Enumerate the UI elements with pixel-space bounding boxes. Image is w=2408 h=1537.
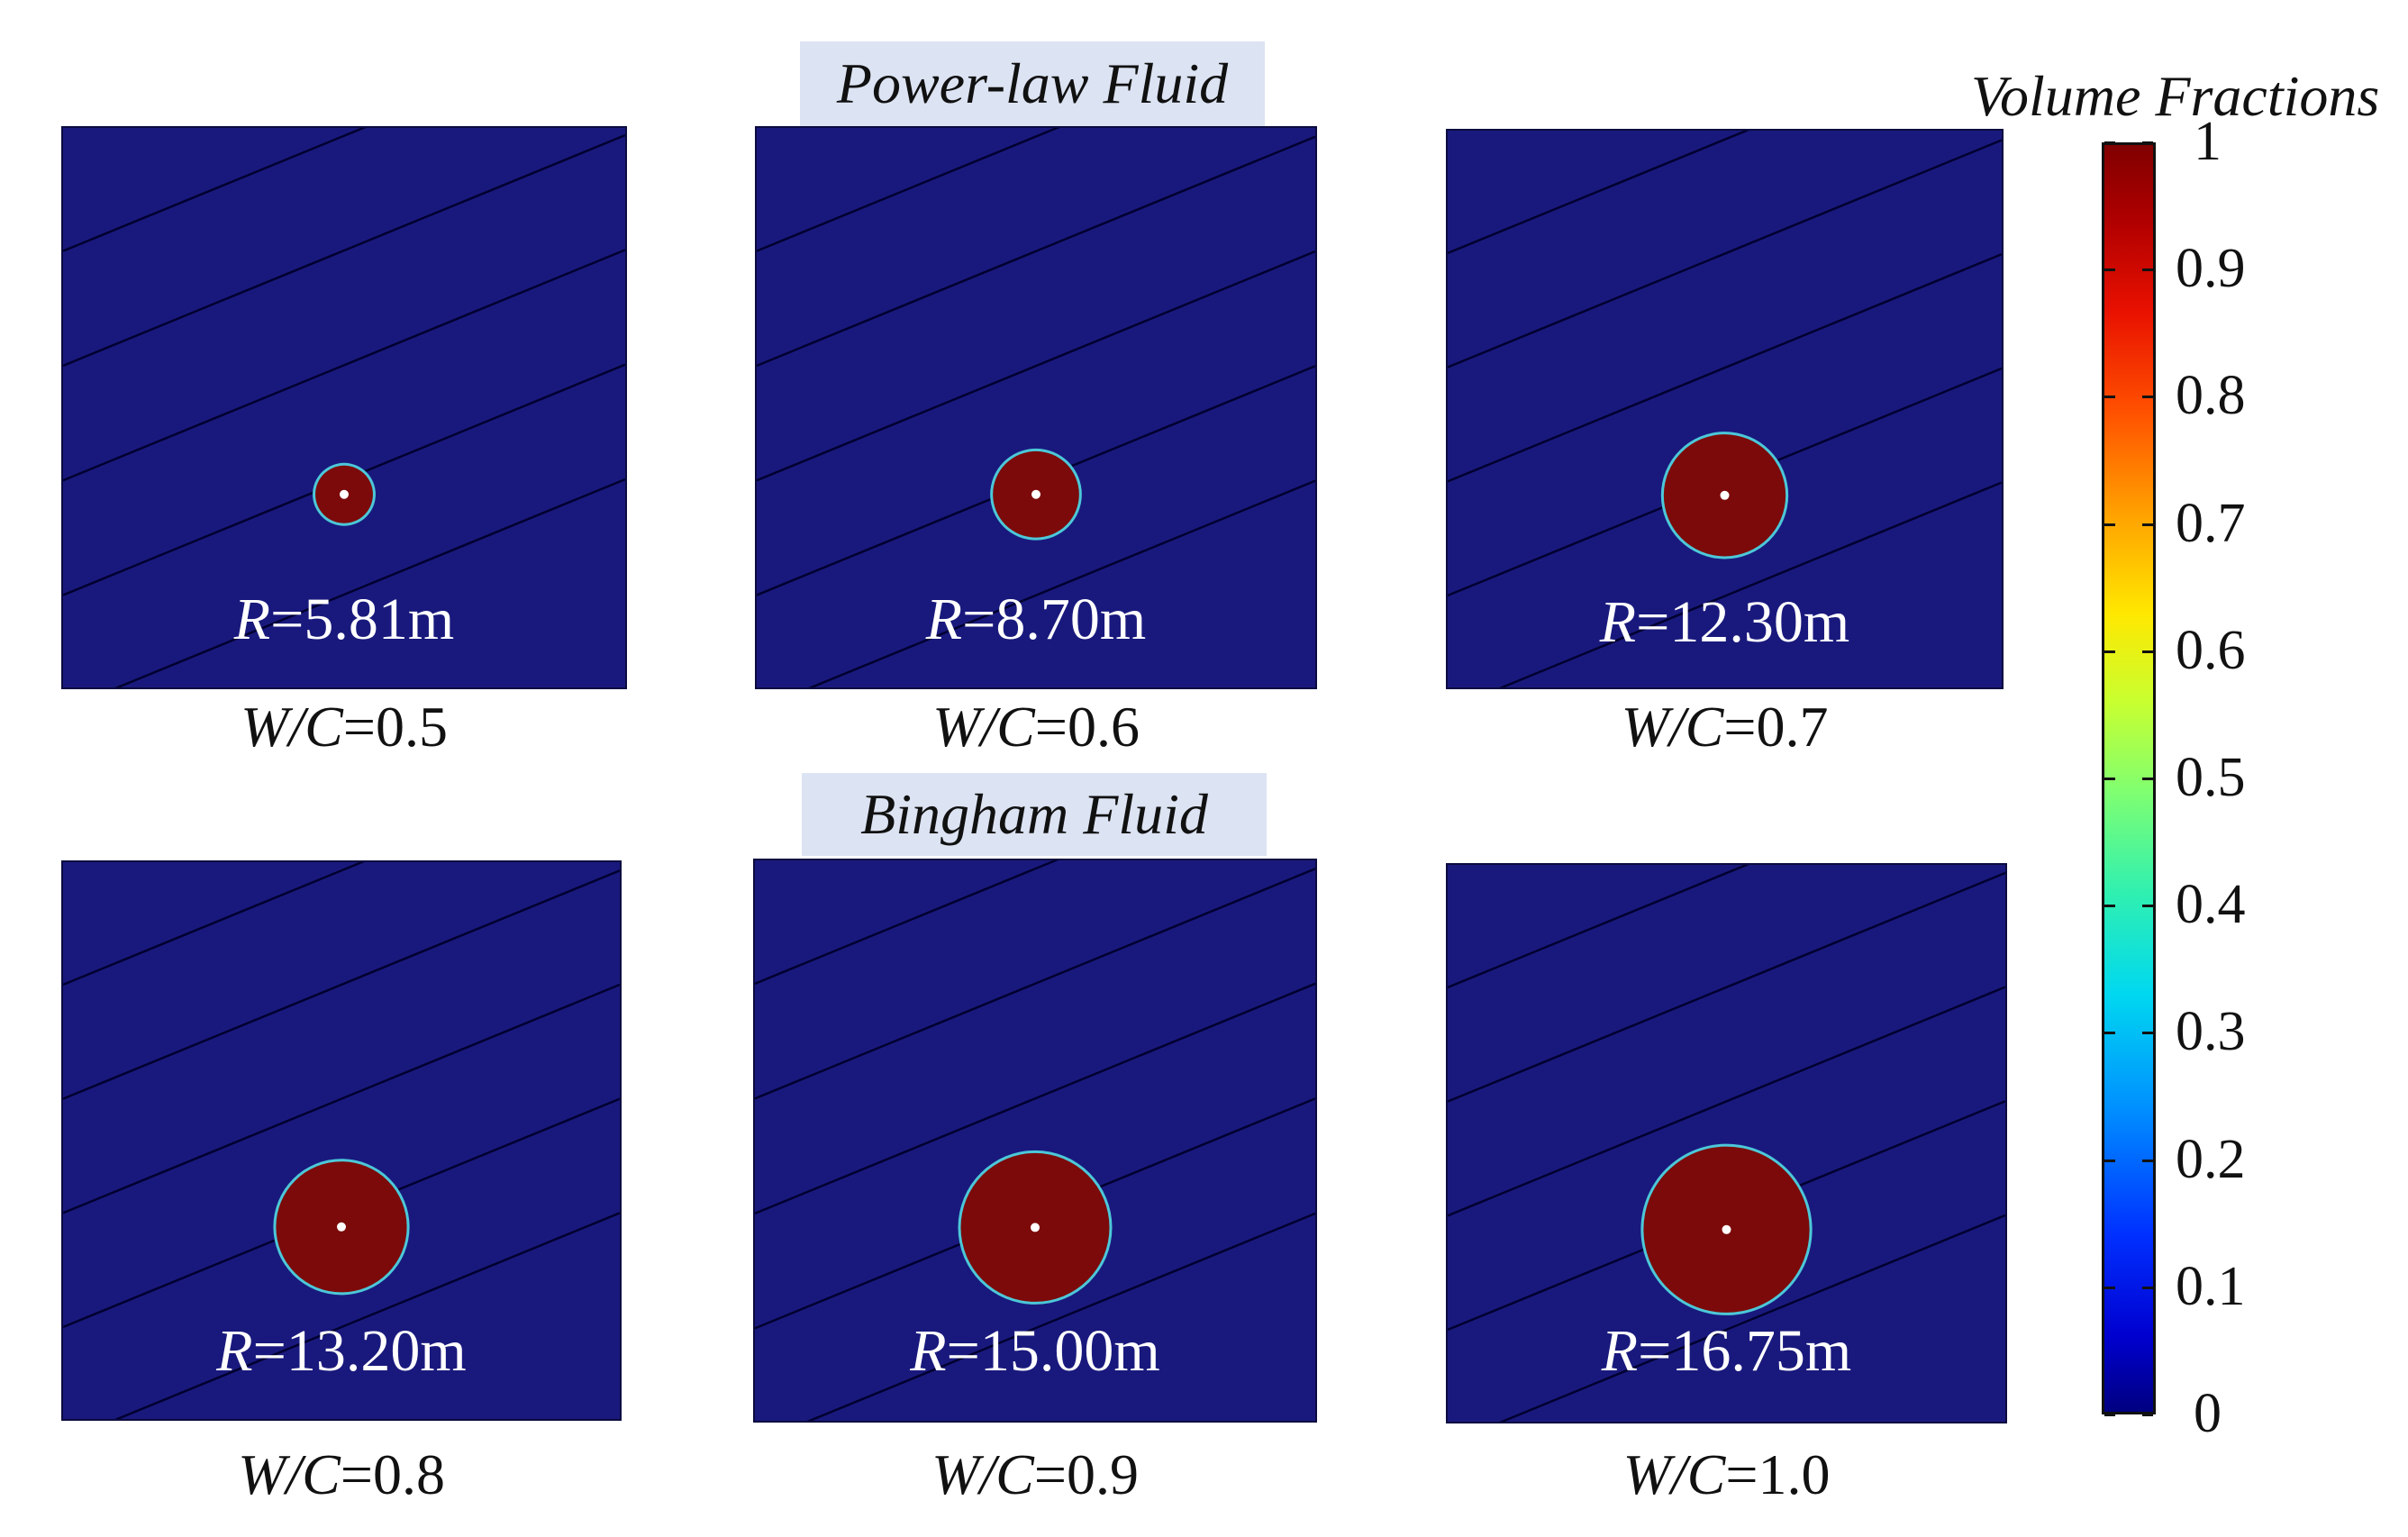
colorbar-tick-right [2142,396,2153,399]
injection-point [1722,1224,1731,1234]
fracture-line [755,860,1059,985]
power-law-fluid-banner: Power-law Fluid [800,41,1265,126]
fracture-line [1448,986,2005,1217]
fracture-line [1498,481,2002,687]
panel-4: R=13.20m [61,860,622,1421]
colorbar-tick-left [2104,650,2115,653]
fracture-lines [757,128,1315,687]
wc-label: W/C=0.7 [1621,695,1829,759]
colorbar-tick-label: 0.1 [2176,1255,2246,1317]
bingham-fluid-title: Bingham Fluid [860,782,1208,846]
fracture-line [63,133,625,368]
fracture-line [757,250,1315,482]
fracture-line [1498,1214,2005,1422]
fracture-line [755,982,1315,1215]
injection-point [337,1222,346,1232]
colorbar-tick-label: 0.9 [2176,238,2246,300]
fracture-line [1448,139,2002,368]
colorbar-tick-label: 1 [2194,111,2222,172]
wc-label: W/C=1.0 [1622,1442,1831,1506]
fracture-lines [1448,131,2002,687]
injection-point [1031,1223,1040,1232]
wc-label: W/C=0.5 [241,695,448,759]
fracture-line [63,128,367,252]
fracture-line [806,1212,1315,1421]
fracture-line [63,983,620,1214]
fracture-line [1448,131,1749,255]
colorbar-tick-right [2142,268,2153,272]
panel-6: R=16.75m [1446,863,2007,1423]
colorbar-tick-left [2104,1414,2115,1416]
colorbar-tick-label: 0 [2194,1383,2222,1444]
wc-label: W/C=0.6 [932,695,1140,759]
colorbar-tick-label: 0.2 [2176,1128,2246,1190]
fracture-line [757,135,1315,368]
panel-5: R=15.00m [753,859,1317,1423]
fracture-line [63,862,365,987]
fracture-line [755,868,1315,1100]
fracture-line [114,1212,620,1419]
legend-title: Volume Fractions [1971,64,2380,128]
fracture-line [757,128,1060,252]
fracture-lines [755,860,1315,1421]
fracture-line [63,869,620,1100]
fracture-line [114,477,625,687]
radius-label: R=5.81m [233,587,455,652]
fracture-line [1448,865,1749,989]
panel-1: R=5.81m [61,126,627,689]
fracture-line [1448,871,2005,1103]
panel-2: R=8.70m [755,126,1317,689]
colorbar-tick-right [2142,141,2153,144]
colorbar-tick-label: 0.7 [2176,492,2246,554]
colorbar-tick-right [2142,1032,2153,1035]
radius-label: R=13.20m [216,1318,467,1384]
colorbar-tick-label: 0.4 [2176,874,2246,936]
colorbar-tick-right [2142,1414,2153,1416]
fracture-lines [63,128,625,687]
injection-point [340,489,349,499]
colorbar-tick-right [2142,523,2153,526]
colorbar-tick-left [2104,1159,2115,1162]
colorbar-tick-left [2104,396,2115,399]
radius-label: R=15.00m [910,1318,1160,1384]
bingham-fluid-banner: Bingham Fluid [802,773,1267,856]
colorbar-tick-left [2104,905,2115,908]
wc-label: W/C=0.9 [931,1442,1139,1506]
fracture-line [1448,253,2002,483]
fracture-lines [63,862,620,1419]
radius-label: R=12.30m [1599,589,1850,655]
colorbar-tick-right [2142,778,2153,780]
wc-label: W/C=0.8 [238,1442,445,1506]
colorbar-tick-right [2142,1159,2153,1162]
colorbar-tick-left [2104,268,2115,272]
colorbar-tick-label: 0.8 [2176,365,2246,427]
colorbar-tick-label: 0.6 [2176,619,2246,681]
colorbar-tick-left [2104,1032,2115,1035]
injection-point [1720,490,1730,500]
power-law-fluid-title: Power-law Fluid [836,51,1229,115]
fracture-line [808,479,1315,687]
colorbar-tick-label: 0.3 [2176,1001,2246,1063]
colorbar-tick-right [2142,1286,2153,1289]
colorbar-tick-right [2142,905,2153,908]
radius-label: R=16.75m [1601,1318,1852,1384]
radius-label: R=8.70m [925,587,1147,652]
panel-3: R=12.30m [1446,129,2004,689]
colorbar-tick-left [2104,141,2115,144]
colorbar-tick-left [2104,778,2115,780]
colorbar-tick-left [2104,1286,2115,1289]
colorbar-tick-right [2142,650,2153,653]
injection-point [1031,489,1040,499]
fracture-line [63,249,625,482]
colorbar-tick-label: 0.5 [2176,747,2246,808]
fracture-lines [1448,865,2005,1422]
colorbar-tick-left [2104,523,2115,526]
